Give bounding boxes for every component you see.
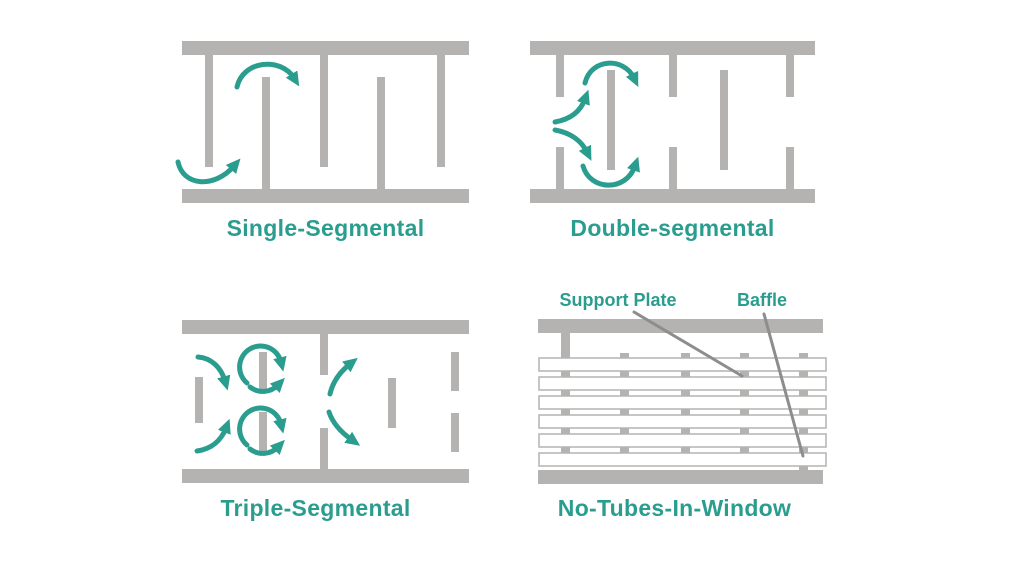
baffle-plate <box>556 55 564 97</box>
tube-bundle <box>538 357 827 467</box>
shell-walls <box>182 41 469 203</box>
shell-top-wall <box>530 41 815 55</box>
shell-walls <box>530 41 815 203</box>
no-tubes-in-window-figure <box>538 310 827 484</box>
flow-arrow <box>552 127 592 161</box>
shell-bottom-wall <box>538 470 823 484</box>
single-segmental-figure <box>175 41 469 203</box>
tube-row <box>538 414 827 429</box>
baffle-plate <box>320 55 328 167</box>
baffle-label: Baffle <box>736 290 787 310</box>
flow-arrow <box>552 89 590 125</box>
flow-arrow <box>194 418 231 454</box>
leader-lines <box>632 310 805 458</box>
baffle-plate <box>607 70 615 170</box>
panel-title-no-tubes-in-window: No-Tubes-In-Window <box>557 495 792 521</box>
flow-arrows <box>194 343 361 456</box>
baffle-plates <box>556 55 794 189</box>
flow-arrow <box>234 61 300 90</box>
flow-arrow <box>195 354 231 391</box>
shell-bottom-wall <box>182 469 469 483</box>
baffle-plate <box>377 77 385 189</box>
baffle-plate <box>720 70 728 170</box>
tube-row <box>538 357 827 372</box>
shell-walls <box>182 320 469 483</box>
baffle-plate <box>388 378 396 428</box>
panel-title-double-segmental: Double-segmental <box>570 215 775 241</box>
baffle-plates <box>205 55 445 189</box>
shell-bottom-wall <box>182 189 469 203</box>
baffle-plate <box>437 55 445 167</box>
double-segmental-figure <box>530 41 815 203</box>
flow-arrow <box>237 343 287 386</box>
support-plate-label: Support Plate <box>559 290 677 310</box>
baffle-plate <box>786 147 794 189</box>
baffle-plate <box>669 147 677 189</box>
baffle-plate <box>451 352 459 391</box>
baffle-plate <box>561 333 570 457</box>
triple-segmental-figure <box>182 320 469 483</box>
flow-arrow <box>247 377 285 394</box>
tube-row <box>538 452 827 467</box>
flow-arrow <box>247 439 285 456</box>
baffle-plate <box>262 77 270 189</box>
shell-top-wall <box>182 320 469 334</box>
support-plate-leader-line <box>632 310 744 378</box>
flow-arrow <box>175 158 241 185</box>
tube-row <box>538 376 827 391</box>
shell-top-wall <box>182 41 469 55</box>
baffle-plate <box>259 352 267 392</box>
flow-arrow <box>580 156 640 188</box>
baffle-plate <box>451 413 459 452</box>
baffle-plate <box>320 334 328 375</box>
tube-row <box>538 433 827 448</box>
shell-top-wall <box>538 319 823 333</box>
baffle-plate <box>556 147 564 189</box>
flow-arrows <box>552 60 640 188</box>
baffle-plate <box>669 55 677 97</box>
flow-arrows <box>175 61 300 185</box>
flow-arrow <box>582 60 639 87</box>
tube-row <box>538 395 827 410</box>
flow-arrow <box>326 409 361 446</box>
baffle-plate <box>259 412 267 452</box>
panel-title-single-segmental: Single-Segmental <box>226 215 425 241</box>
baffle-plates <box>195 334 459 469</box>
shell-bottom-wall <box>530 189 815 203</box>
baffle-plate <box>320 428 328 469</box>
baffle-plate <box>205 55 213 167</box>
baffle-plate <box>799 353 808 470</box>
flow-arrow <box>237 405 287 448</box>
baffle-leader-line <box>762 312 805 458</box>
panel-title-triple-segmental: Triple-Segmental <box>220 495 411 521</box>
baffle-plate <box>195 377 203 423</box>
flow-arrow <box>327 357 358 397</box>
baffle-plate <box>786 55 794 97</box>
shell-walls <box>538 319 823 484</box>
